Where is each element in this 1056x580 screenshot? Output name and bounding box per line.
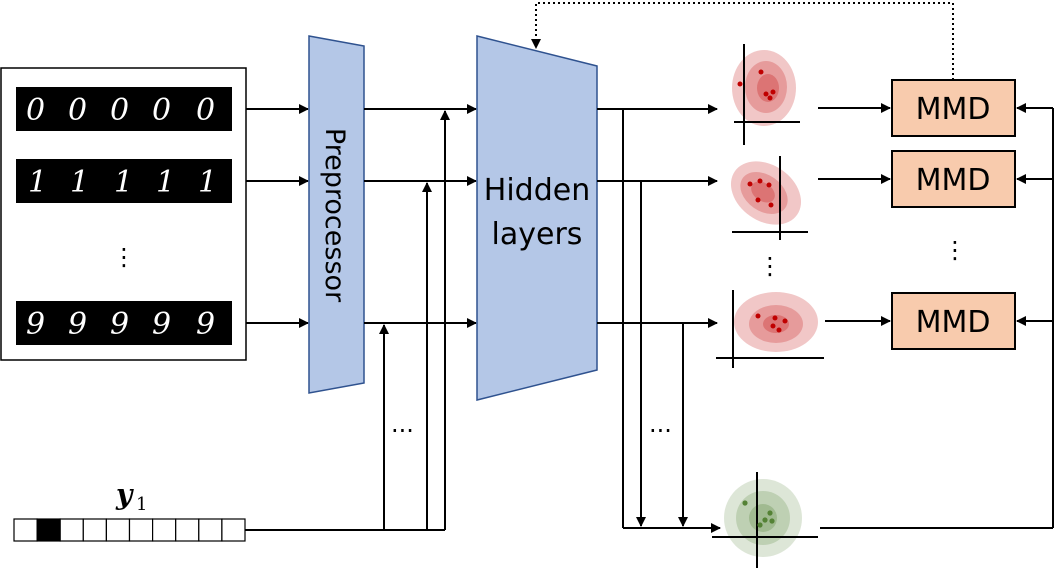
sample-point [768, 202, 774, 208]
digit-sample: 9 [196, 307, 215, 342]
sample-point [776, 327, 782, 333]
digit-sample: 1 [114, 165, 133, 200]
distribution-inner [763, 315, 789, 333]
label-vector-cell-active [36, 518, 61, 542]
dataset-ellipsis: ⋮ [112, 243, 136, 271]
label-inputs-ellipsis: ... [391, 410, 414, 438]
digit-sample: 9 [110, 307, 129, 342]
sample-point [737, 81, 743, 87]
feedback-line [531, 2, 954, 80]
sample-point [767, 510, 773, 516]
label-vector-subscript: 1 [136, 494, 147, 515]
distribution-outer [732, 50, 796, 126]
distribution-digit-0 [732, 44, 800, 145]
digit-sample: 1 [156, 165, 175, 200]
label-vector [13, 518, 246, 542]
digit-sample: 0 [152, 93, 171, 128]
distribution-middle [745, 61, 787, 113]
distribution-digit-9 [716, 290, 824, 368]
label-vector-cell [82, 518, 108, 542]
label-vector-cell [13, 518, 38, 542]
label-vector-cell [221, 518, 246, 542]
sample-point [767, 95, 773, 101]
distribution-inner [749, 504, 777, 532]
hidden-layers-label-line1: Hidden [484, 173, 590, 208]
digit-row-2: 9 9 9 9 9 [16, 301, 232, 345]
digit-strip [16, 159, 232, 203]
target-distribution [712, 472, 818, 568]
distribution-outer [734, 292, 818, 352]
distribution-middle [740, 172, 788, 214]
digit-row-1: 1 1 1 1 1 [16, 159, 232, 203]
digit-strip [16, 87, 232, 131]
digit-sample: 0 [196, 93, 215, 128]
mmd-label-3: MMD [916, 305, 991, 340]
label-vector-cell [175, 518, 200, 542]
sample-point [770, 323, 776, 329]
label-vector-cell [128, 518, 154, 542]
distributions-ellipsis: ⋮ [758, 252, 782, 280]
sample-point [772, 315, 778, 321]
sample-point [762, 517, 768, 523]
sample-point [755, 197, 761, 203]
sample-point [769, 518, 775, 524]
digit-sample: 9 [68, 307, 87, 342]
digit-sample: 0 [68, 93, 87, 128]
digit-sample: 0 [110, 93, 129, 128]
label-vector-name: y [115, 478, 134, 511]
mmd-box-3 [891, 292, 1016, 350]
digit-sample: 9 [152, 307, 171, 342]
mmd-label-2: MMD [916, 163, 991, 198]
label-vector-cell [105, 518, 131, 542]
sample-point [742, 500, 748, 506]
label-vector-cell [198, 518, 223, 542]
sample-point [763, 91, 769, 97]
sample-point [747, 181, 753, 187]
preprocessor-label: Preprocessor [319, 128, 350, 303]
distribution-outer [730, 161, 802, 225]
mmd-ellipsis: ⋮ [943, 236, 967, 264]
sample-point [758, 69, 764, 75]
distribution-digit-1 [730, 156, 808, 240]
mmd-box-1 [891, 79, 1016, 137]
digit-strip [16, 301, 232, 345]
distribution-inner [757, 74, 779, 102]
digit-sample: 1 [28, 165, 47, 200]
sample-point [770, 89, 776, 95]
sample-point [782, 318, 788, 324]
mmd-label-1: MMD [916, 92, 991, 127]
sample-point [755, 313, 761, 319]
target-inputs-ellipsis: ... [649, 410, 672, 438]
hidden-layers-block [476, 35, 598, 401]
sample-point [757, 178, 763, 184]
label-vector-cell [152, 518, 177, 542]
distribution-middle [736, 491, 790, 545]
digit-sample: 1 [198, 165, 217, 200]
preprocessor-block [308, 35, 365, 394]
sample-point [757, 522, 763, 528]
digit-sample: 0 [26, 93, 45, 128]
sample-point [766, 182, 772, 188]
digit-sample: 1 [70, 165, 89, 200]
mmd-box-2 [891, 150, 1016, 208]
label-vector-cell [59, 518, 84, 542]
digit-row-0: 0 0 0 0 0 [16, 87, 232, 131]
hidden-layers-label-line2: layers [492, 217, 583, 252]
digit-sample: 9 [26, 307, 45, 342]
distribution-middle [749, 305, 803, 343]
